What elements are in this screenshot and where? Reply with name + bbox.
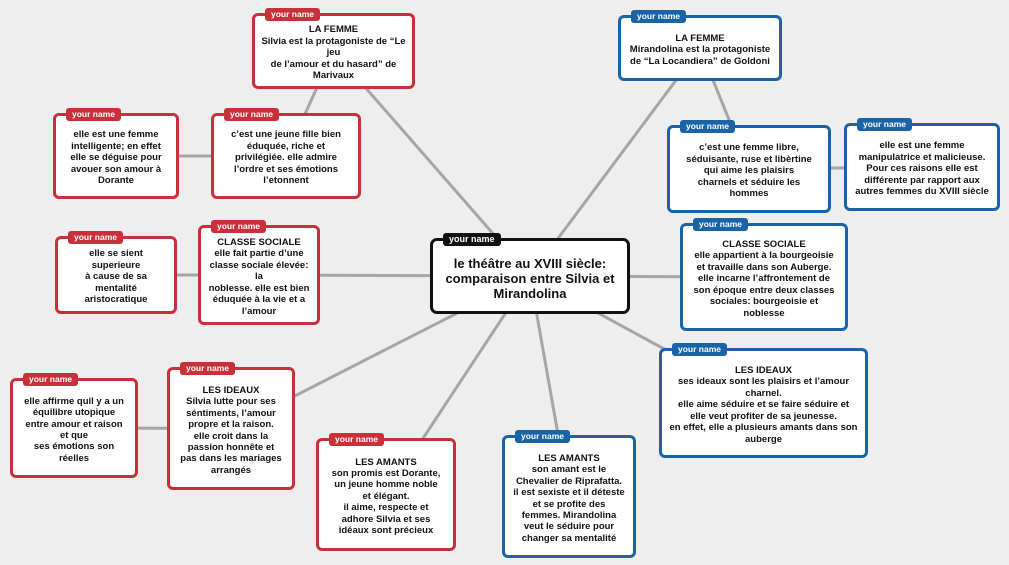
node-text: c’est une femme libre, séduisante, ruse … (686, 142, 812, 200)
node-text: LES IDEAUX ses ideaux sont les plaisirs … (669, 365, 858, 445)
center-node[interactable]: your name le théâtre au XVIII siècle: co… (430, 233, 630, 314)
silvia-jeune-fille-node[interactable]: your name c’est une jeune fille bien édu… (211, 108, 361, 199)
node-text: CLASSE SOCIALE elle appartient à la bour… (693, 239, 835, 319)
silvia-classe-sociale-node[interactable]: your name CLASSE SOCIALE elle fait parti… (198, 220, 320, 325)
name-tag: your name (66, 108, 121, 121)
node-text: LES AMANTS son promis est Dorante, un je… (331, 456, 441, 537)
name-tag: your name (857, 118, 912, 131)
name-tag: your name (265, 8, 320, 21)
name-tag: your name (329, 433, 384, 446)
node-text: LA FEMME Mirandolina est la protagoniste… (629, 32, 771, 67)
name-tag: your name (693, 218, 748, 231)
node-text: elle est une femme manipulatrice et mali… (855, 140, 989, 198)
name-tag: your name (68, 231, 123, 244)
center-title: le théâtre au XVIII siècle: comparaison … (445, 255, 615, 301)
name-tag: your name (515, 430, 570, 443)
mirandolina-amants-node[interactable]: your name LES AMANTS son amant est le Ch… (502, 430, 636, 558)
mirandolina-ideaux-node[interactable]: your name LES IDEAUX ses ideaux sont les… (659, 343, 868, 458)
node-text: LA FEMME Silvia est la protagoniste de “… (261, 24, 406, 82)
name-tag: your name (23, 373, 78, 386)
silvia-superieure-node[interactable]: your name elle se sient superieure à cau… (55, 231, 177, 314)
silvia-equilibre-node[interactable]: your name elle affirme quil y a un équil… (10, 373, 138, 478)
silvia-ideaux-node[interactable]: your name LES IDEAUX Silvia lutte pour s… (167, 362, 295, 490)
name-tag: your name (443, 233, 501, 246)
silvia-amants-node[interactable]: your name LES AMANTS son promis est Dora… (316, 433, 456, 551)
name-tag: your name (631, 10, 686, 23)
node-text: LES IDEAUX Silvia lutte pour ses séntime… (180, 384, 282, 476)
silvia-femme-node[interactable]: your name LA FEMME Silvia est la protago… (252, 8, 415, 89)
mirandolina-manipulatrice-node[interactable]: your name elle est une femme manipulatri… (844, 118, 1000, 211)
name-tag: your name (211, 220, 266, 233)
node-text: elle affirme quil y a un équilibre utopi… (24, 395, 124, 464)
name-tag: your name (680, 120, 735, 133)
name-tag: your name (180, 362, 235, 375)
node-text: c’est une jeune fille bien éduquée, rich… (231, 129, 341, 187)
node-text: CLASSE SOCIALE elle fait partie d’une cl… (208, 237, 310, 317)
mirandolina-femme-node[interactable]: your name LA FEMME Mirandolina est la pr… (618, 10, 782, 81)
node-text: elle est une femme intelligente; en effe… (70, 129, 162, 187)
name-tag: your name (224, 108, 279, 121)
silvia-intelligente-node[interactable]: your name elle est une femme intelligent… (53, 108, 179, 199)
mirandolina-libre-node[interactable]: your name c’est une femme libre, séduisa… (667, 120, 831, 213)
node-text: LES AMANTS son amant est le Chevalier de… (513, 452, 625, 544)
node-text: elle se sient superieure à cause de sa m… (84, 248, 148, 306)
mirandolina-classe-sociale-node[interactable]: your name CLASSE SOCIALE elle appartient… (680, 218, 848, 331)
name-tag: your name (672, 343, 727, 356)
